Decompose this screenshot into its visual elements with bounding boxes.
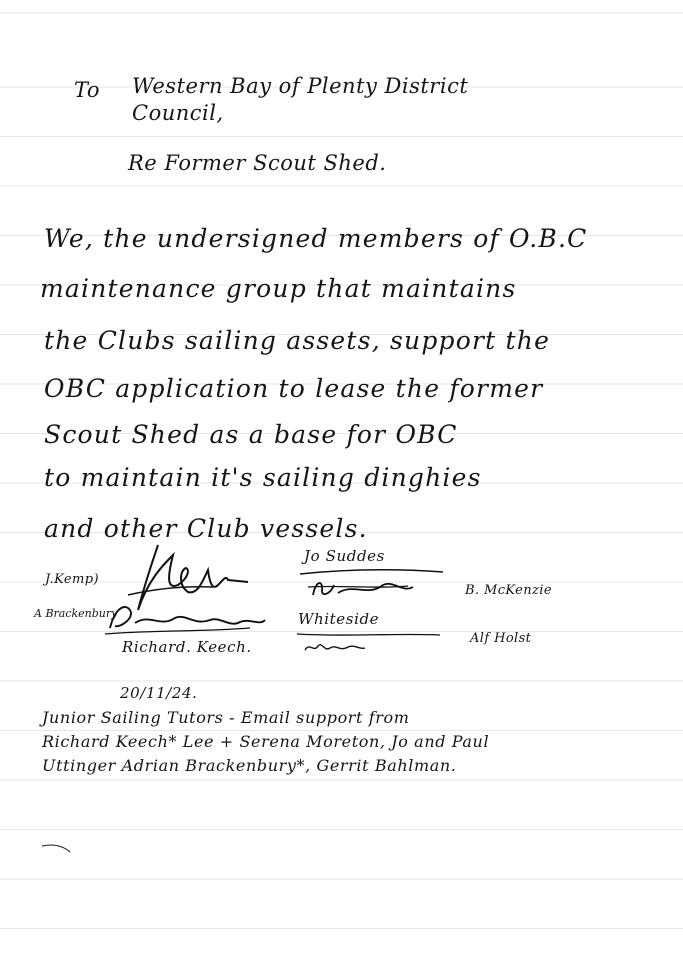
note-line-1: Junior Sailing Tutors - Email support fr… (42, 708, 410, 727)
signature-initials (304, 644, 366, 651)
signature-label-whiteside: Whiteside (298, 610, 380, 628)
note-line-3: Uttinger Adrian Brackenbury*, Gerrit Bah… (42, 756, 457, 775)
signature-label-holst: Alf Holst (470, 631, 532, 646)
signature-mckenzie (308, 582, 414, 596)
body-line-5: Scout Shed as a base for OBC (44, 420, 458, 449)
signature-label-brackenbury: A Brackenbury (34, 607, 118, 620)
body-line-6: to maintain it's sailing dinghies (44, 463, 482, 492)
to-label: To (74, 78, 101, 102)
signature-label-kemp: J.Kemp) (45, 572, 99, 587)
addressee-line-2: Council, (132, 101, 224, 125)
body-line-2: maintenance group that maintains (40, 274, 517, 303)
signature-whiteside-underline (296, 633, 441, 636)
signature-suddes-underline (299, 569, 444, 575)
body-line-3: the Clubs sailing assets, support the (44, 326, 551, 355)
note-line-2: Richard Keech* Lee + Serena Moreton, Jo … (42, 732, 490, 751)
body-line-1: We, the undersigned members of O.B.C (44, 224, 588, 253)
addressee-line-1: Western Bay of Plenty District (132, 74, 469, 98)
body-line-7: and other Club vessels. (44, 514, 368, 543)
signature-label-suddes: Jo Suddes (304, 547, 385, 565)
subject-line: Re Former Scout Shed. (128, 151, 387, 175)
body-line-4: OBC application to lease the former (44, 374, 544, 403)
signature-label-keech: Richard. Keech. (122, 638, 252, 656)
date-line: 20/11/24. (120, 684, 198, 702)
stray-pen-mark (41, 844, 71, 853)
signature-kemp (127, 544, 249, 611)
signature-label-mckenzie: B. McKenzie (465, 583, 552, 598)
signature-brackenbury (104, 606, 266, 635)
